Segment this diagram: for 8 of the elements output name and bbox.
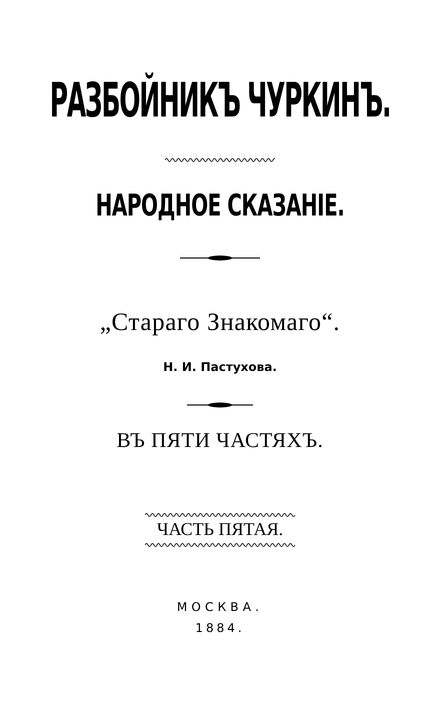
book-title: РАЗБОЙНИКЪ ЧУРКИНЪ. [50,72,390,130]
city: МОСКВА. [176,599,264,616]
author-pseudonym: „Стараго Знакомаго“. [100,308,340,338]
author-name: Н. И. Пастухова. [163,359,277,376]
year: 1884. [195,620,245,637]
volume-count: ВЪ ПЯТИ ЧАСТЯХЪ. [116,427,324,454]
part-heading: ЧАСТЬ ПЯТАЯ. [156,518,284,541]
subtitle: НАРОДНОЕ СКАЗАНІЕ. [96,186,344,225]
